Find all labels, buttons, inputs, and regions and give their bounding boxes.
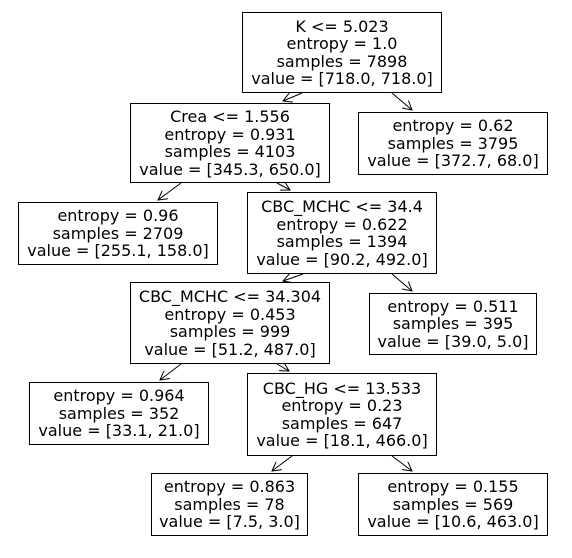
node-text-line: entropy = 0.511 bbox=[387, 296, 519, 316]
node-text-line: value = [7.5, 3.0] bbox=[159, 512, 300, 532]
node-text-line: entropy = 0.931 bbox=[164, 124, 296, 144]
node-text-line: value = [10.6, 463.0] bbox=[367, 512, 539, 532]
tree-edge-arrow bbox=[283, 274, 304, 281]
tree-edge-arrow bbox=[391, 273, 412, 291]
node-text-line: samples = 352 bbox=[58, 403, 180, 423]
node-text-line: CBC_HG <= 13.533 bbox=[262, 378, 422, 398]
node-text-line: samples = 4103 bbox=[164, 142, 296, 161]
node-text-line: entropy = 0.622 bbox=[276, 214, 408, 234]
node-text-line: value = [39.0, 5.0] bbox=[377, 331, 529, 351]
tree-edge-arrow bbox=[276, 183, 290, 190]
node-text-line: K <= 5.023 bbox=[295, 16, 389, 36]
tree-edge-arrow bbox=[391, 92, 412, 110]
node-text-line: entropy = 0.453 bbox=[164, 304, 296, 324]
node-text-line: samples = 78 bbox=[174, 494, 285, 514]
tree-edge-arrow bbox=[391, 455, 412, 471]
tree-edge-arrow bbox=[272, 455, 293, 471]
node-text-line: entropy = 0.155 bbox=[387, 477, 519, 497]
node-text-line: value = [718.0, 718.0] bbox=[251, 69, 433, 88]
node-text-line: samples = 3795 bbox=[387, 133, 519, 153]
node-text-line: CBC_MCHC <= 34.304 bbox=[138, 287, 322, 306]
node-text-line: samples = 395 bbox=[392, 314, 514, 334]
node-text-line: value = [372.7, 68.0] bbox=[367, 151, 539, 171]
tree-edge-arrow bbox=[276, 364, 289, 371]
node-text-line: samples = 2709 bbox=[52, 223, 184, 243]
node-text-line: entropy = 0.863 bbox=[163, 477, 296, 497]
node-text-line: value = [33.1, 21.0] bbox=[38, 421, 200, 441]
tree-edge-arrow bbox=[158, 182, 182, 200]
node-text-line: value = [345.3, 650.0] bbox=[139, 159, 321, 179]
node-text-line: samples = 569 bbox=[392, 494, 514, 514]
node-text-line: entropy = 1.0 bbox=[286, 34, 398, 53]
node-text-line: entropy = 0.62 bbox=[392, 116, 514, 136]
node-text-line: CBC_MCHC <= 34.4 bbox=[261, 197, 423, 216]
node-text-line: value = [51.2, 487.0] bbox=[144, 339, 316, 359]
node-text-line: samples = 7898 bbox=[276, 51, 408, 71]
node-text-line: entropy = 0.964 bbox=[53, 386, 185, 406]
node-text-line: Crea <= 1.556 bbox=[170, 107, 290, 126]
node-text-line: entropy = 0.23 bbox=[281, 396, 403, 415]
node-text-line: value = [90.2, 492.0] bbox=[256, 249, 428, 269]
node-text-line: samples = 999 bbox=[169, 322, 291, 341]
node-text-line: entropy = 0.96 bbox=[57, 206, 179, 226]
tree-edge-arrow bbox=[160, 363, 182, 380]
node-text-line: samples = 647 bbox=[281, 413, 403, 433]
tree-edge-arrow bbox=[283, 92, 303, 101]
node-text-line: samples = 1394 bbox=[276, 232, 408, 251]
node-text-line: value = [255.1, 158.0] bbox=[27, 241, 209, 261]
node-text-line: value = [18.1, 466.0] bbox=[256, 431, 428, 450]
